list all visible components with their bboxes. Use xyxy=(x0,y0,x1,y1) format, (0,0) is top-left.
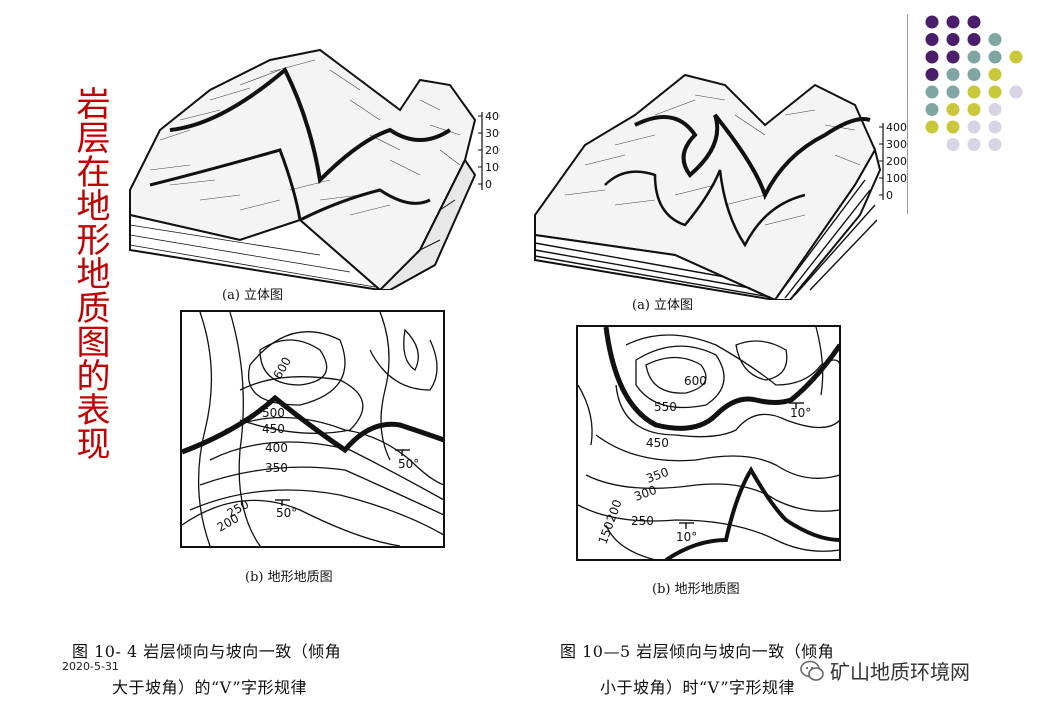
decorative-dot xyxy=(925,33,939,46)
left-scale-label: 200 xyxy=(485,144,500,157)
right-contour-label: 550 xyxy=(654,400,677,414)
left-scale-label: 300 xyxy=(485,127,500,140)
decorative-dot xyxy=(967,138,981,151)
slide-date: 2020-5-31 xyxy=(62,660,119,673)
decorative-dot xyxy=(946,68,960,81)
left-map-caption: (b) 地形地质图 xyxy=(245,570,333,585)
left-block-diagram: 400 300 200 100 0 xyxy=(129,48,500,290)
left-dip-label: 50° xyxy=(276,506,297,520)
decorative-dot xyxy=(1009,85,1023,99)
right-scale-label: 200 xyxy=(886,155,907,168)
right-contour-label: 600 xyxy=(684,374,707,388)
decorative-dot xyxy=(988,68,1002,81)
right-figure-title-line1: 图 10—5 岩层倾向与坡向一致（倾角 xyxy=(560,642,835,661)
wechat-icon xyxy=(800,660,824,681)
left-scale-label: 0 xyxy=(485,178,492,191)
decorative-dot xyxy=(988,138,1002,151)
decorative-dot xyxy=(967,68,981,81)
left-contour-label: 400 xyxy=(265,441,288,455)
right-scale-label: 0 xyxy=(886,189,893,202)
decorative-dot xyxy=(967,33,981,46)
decorative-dot xyxy=(925,103,939,116)
left-contour-label: 350 xyxy=(265,461,288,475)
right-scale-label: 100 xyxy=(886,172,907,185)
decorative-dot xyxy=(967,85,981,99)
decorative-dot xyxy=(967,103,981,116)
left-dip-label: 50° xyxy=(398,457,419,471)
right-dip-label: 10° xyxy=(676,530,697,544)
left-block-caption: (a) 立体图 xyxy=(222,288,284,303)
decorative-dot xyxy=(988,50,1002,64)
right-contour-label: 450 xyxy=(646,436,669,450)
decorative-dot xyxy=(946,33,960,46)
decorative-dot xyxy=(946,85,960,99)
slide-title: 岩层在地形地质图的表现 xyxy=(70,86,110,460)
decorative-dot xyxy=(967,50,981,64)
decorative-dot xyxy=(946,50,960,64)
decorative-dot xyxy=(967,120,981,134)
decorative-dot xyxy=(946,15,960,29)
decorative-dot xyxy=(925,50,939,64)
left-figure-title-line1: 图 10- 4 岩层倾向与坡向一致（倾角 xyxy=(72,642,342,661)
decorative-dot xyxy=(988,120,1002,134)
left-figure-title-line2: 大于坡角）的“V”字形规律 xyxy=(112,678,308,697)
decorative-dot xyxy=(988,103,1002,116)
decorative-dot xyxy=(988,85,1002,99)
right-figure-title-line2: 小于坡角）时“V”字形规律 xyxy=(600,678,796,697)
decorative-dot xyxy=(946,103,960,116)
right-scale-label: 400 xyxy=(886,121,907,134)
left-contour-label: 500 xyxy=(262,406,285,420)
decorative-dot xyxy=(946,138,960,151)
decorative-dot xyxy=(925,68,939,81)
decorative-dot xyxy=(925,15,939,29)
right-map-caption: (b) 地形地质图 xyxy=(652,582,740,597)
decorative-dot xyxy=(1009,50,1023,64)
divider-line xyxy=(907,14,908,214)
decorative-dot xyxy=(925,85,939,99)
decorative-dot xyxy=(946,120,960,134)
decorative-dot xyxy=(925,120,939,134)
watermark-text: 矿山地质环境网 xyxy=(830,660,970,684)
decorative-dot xyxy=(967,15,981,29)
right-contour-label: 250 xyxy=(631,514,654,528)
left-contour-label: 450 xyxy=(262,422,285,436)
watermark: 矿山地质环境网 xyxy=(800,656,970,685)
left-scale-label: 100 xyxy=(485,161,500,174)
right-dip-label: 10° xyxy=(790,406,811,420)
right-scale-label: 300 xyxy=(886,138,907,151)
decorative-dot-grid xyxy=(925,15,1023,151)
right-block-caption: (a) 立体图 xyxy=(632,298,694,313)
left-scale-label: 400 xyxy=(485,110,500,123)
right-block-diagram: 400 300 200 100 0 xyxy=(534,73,907,300)
decorative-dot xyxy=(988,33,1002,46)
